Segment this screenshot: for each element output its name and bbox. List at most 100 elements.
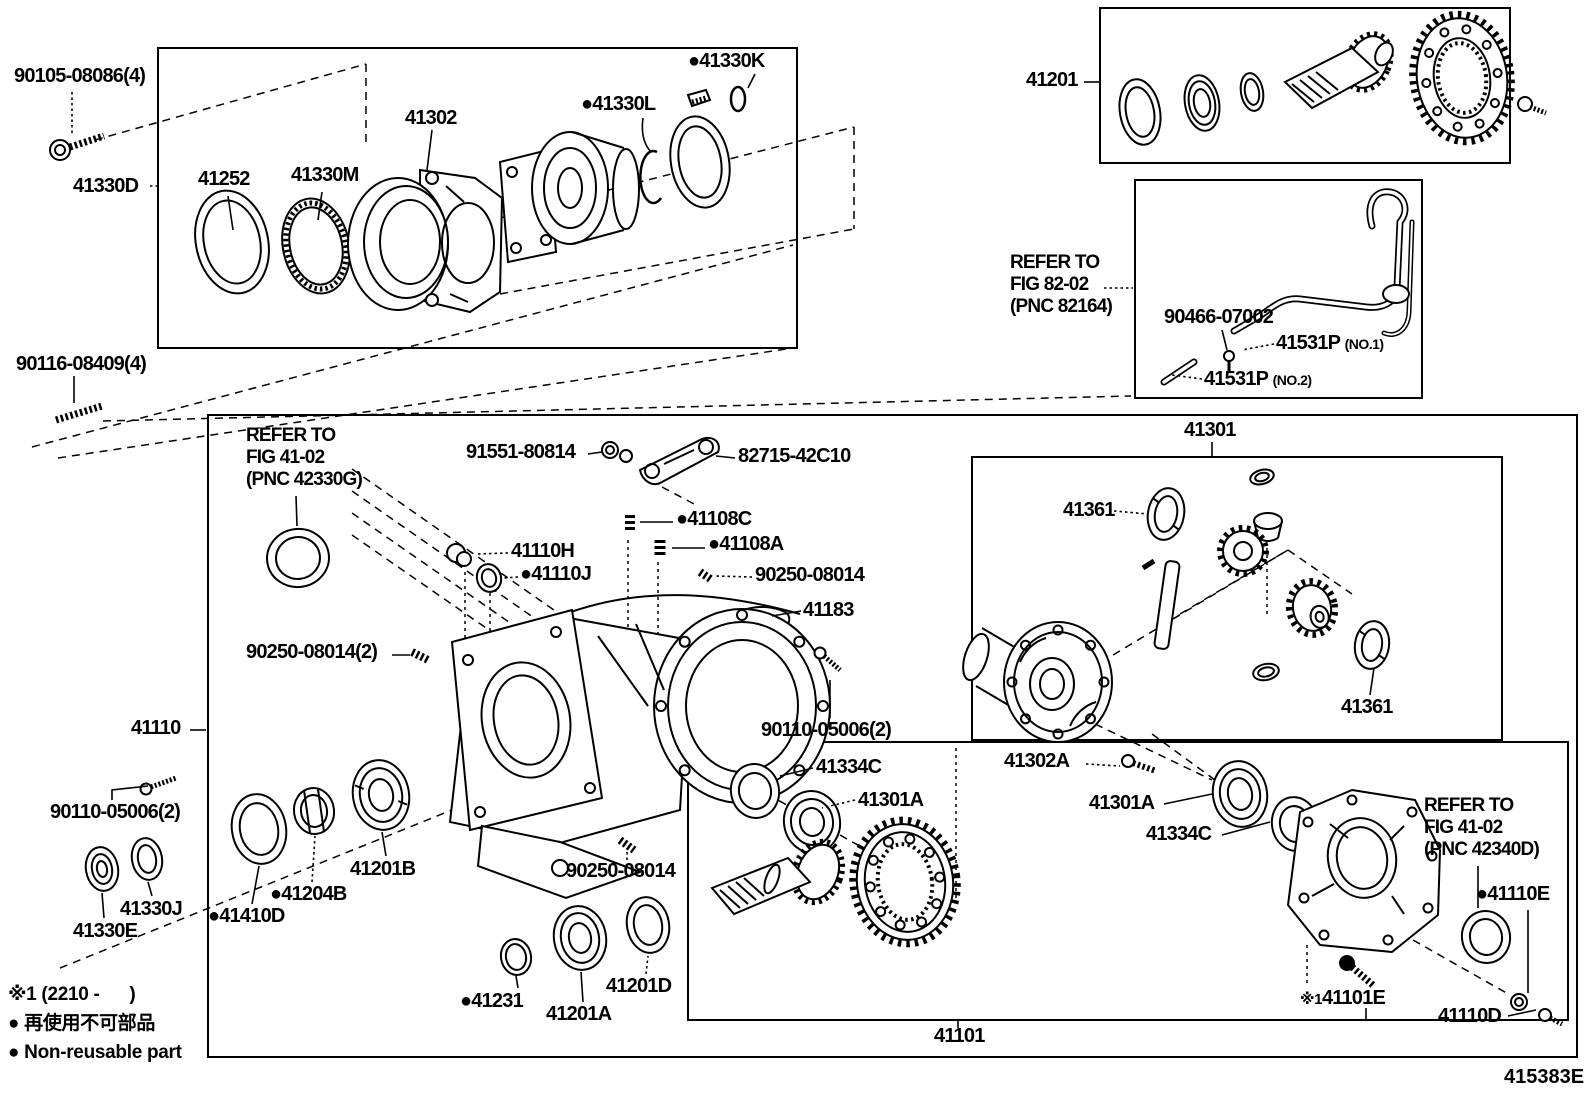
part-label-41101: 41101 <box>934 1025 985 1047</box>
part-label-41110J: ●41110J <box>520 563 592 585</box>
ring-41330M <box>281 197 351 295</box>
case-41302 <box>347 168 504 314</box>
part-number-suffix: (NO.2) <box>1272 372 1313 388</box>
washer-41330J <box>130 837 164 881</box>
pin-90250-left <box>410 648 430 664</box>
part-label-41334C-left: 41334C <box>816 756 882 778</box>
washer-small-top <box>1249 468 1275 486</box>
side-retainer-parts <box>49 85 747 314</box>
drive-pinion-bottom <box>710 838 846 916</box>
seal-41231 <box>499 938 533 976</box>
part-label-41330M: 41330M <box>291 164 359 186</box>
legend-non-reusable-en: ● Non-reusable part <box>8 1042 182 1063</box>
part-number: 41531P <box>1204 368 1269 390</box>
part-label-41330K: ●41330K <box>688 50 765 72</box>
bearing-41301A-right <box>1211 760 1269 828</box>
part-label-41204B: ●41204B <box>270 883 347 905</box>
side-gear-cap <box>1253 512 1283 542</box>
part-label-90105-08086: 90105-08086(4) <box>14 65 146 87</box>
plug-41110D <box>1510 993 1564 1027</box>
ref-note-fig-82-02: REFER TO FIG 82-02 (PNC 82164) <box>1010 252 1113 317</box>
part-label-41410D: ●41410D <box>208 905 285 927</box>
drive-pinion <box>1283 31 1394 110</box>
side-gear <box>1285 578 1339 638</box>
part-label-41201: 41201 <box>1026 69 1078 91</box>
part-label-41330D: 41330D <box>73 175 139 197</box>
ring-gear <box>1409 10 1515 146</box>
breather-pipe-parts <box>1160 188 1415 386</box>
seal-42330G <box>266 527 330 589</box>
race-41334C-left <box>729 763 781 819</box>
bolt-90110-left <box>139 775 177 796</box>
part-label-41201B: 41201B <box>350 858 416 880</box>
part-label-41330J: 41330J <box>120 898 183 920</box>
part-label-41361-right: 41361 <box>1341 696 1393 718</box>
thrust-washer-41361-right <box>1353 620 1391 670</box>
part-label-41101E: ※141101E <box>1300 987 1386 1009</box>
part-label-82715-42C10: 82715-42C10 <box>738 445 851 467</box>
part-label-41334C-right: 41334C <box>1146 823 1212 845</box>
part-label-41110: 41110 <box>131 717 181 739</box>
legend-spec-note: ※1 (2210 - ) <box>8 984 136 1005</box>
part-number: 41101E <box>1321 987 1386 1009</box>
box-41201-gear-set <box>1099 7 1511 164</box>
pinion-gear-spider <box>1217 525 1269 577</box>
box-breather-pipe <box>1134 179 1423 399</box>
seal-41110E <box>1460 910 1512 964</box>
box-main-assembly <box>207 414 1578 1058</box>
part-label-90250-08014-top: 90250-08014 <box>755 564 865 586</box>
part-label-90110-05006-center: 90110-05006(2) <box>761 719 892 741</box>
bolt-91551 <box>601 441 633 463</box>
part-label-90466-07002: 90466-07002 <box>1164 306 1274 328</box>
carrier-housing-41110 <box>448 594 831 900</box>
ring-41410D <box>230 793 288 865</box>
race-41201D <box>625 896 671 954</box>
bolt-90110-center <box>813 646 842 672</box>
part-label-41302: 41302 <box>405 107 457 129</box>
note-ref-prefix: ※1 <box>1300 991 1322 1008</box>
part-label-90110-05006-left: 90110-05006(2) <box>50 801 181 823</box>
part-label-41531P-no1: 41531P (NO.1) <box>1276 333 1384 354</box>
part-label-41110E: ●41110E <box>1476 883 1550 905</box>
box-41101-final-gear <box>687 741 1569 1021</box>
part-label-41252: 41252 <box>198 168 250 190</box>
diff-case-kit <box>962 468 1391 743</box>
ref-note-fig-41-02-42330G: REFER TO FIG 41-02 (PNC 42330G) <box>246 425 363 490</box>
part-label-41201A: 41201A <box>546 1003 612 1025</box>
bearing-41201B <box>351 759 411 831</box>
snap-ring-41330L <box>639 149 663 205</box>
main-assembly-parts <box>54 402 1564 1027</box>
part-label-41108C: ●41108C <box>676 508 752 530</box>
ref-note-fig-41-02-42340D: REFER TO FIG 41-02 (PNC 42340D) <box>1424 795 1540 860</box>
stud-90116 <box>54 402 104 424</box>
part-label-41301: 41301 <box>1184 419 1236 441</box>
pin-90250-bottom <box>617 836 637 854</box>
thrust-washer-41361-left <box>1146 487 1186 541</box>
legend-non-reusable-jp: ● 再使用不可部品 <box>8 1013 156 1034</box>
part-label-91551-80814: 91551-80814 <box>466 441 576 463</box>
part-label-41301A-right: 41301A <box>1089 792 1155 814</box>
part-label-41302A: 41302A <box>1004 750 1070 772</box>
ring-gear-bottom <box>849 816 961 948</box>
seal-ring <box>669 115 731 209</box>
bolt-41101E <box>1339 955 1377 989</box>
washer-41110J <box>475 563 503 593</box>
part-label-41201D: 41201D <box>606 975 672 997</box>
part-number: 41531P <box>1276 332 1341 354</box>
box-41301-diff-case <box>971 456 1503 741</box>
part-number-suffix: (NO.1) <box>1344 336 1385 352</box>
part-label-90250-08014-2: 90250-08014(2) <box>246 641 378 663</box>
ring-41252 <box>194 189 270 295</box>
drum-41302-sleeve <box>498 131 640 264</box>
part-label-41531P-no2: 41531P (NO.2) <box>1204 369 1312 390</box>
pin-90250-top <box>697 568 715 584</box>
part-label-41183: 41183 <box>803 599 854 621</box>
o-ring-41330K <box>729 85 747 113</box>
bolt-41302A <box>1121 754 1157 774</box>
drive-pinion-gear-kit <box>1118 10 1547 146</box>
part-label-41330E: 41330E <box>73 920 138 942</box>
nut-41204B <box>292 787 336 835</box>
seal-41330E <box>84 846 120 892</box>
